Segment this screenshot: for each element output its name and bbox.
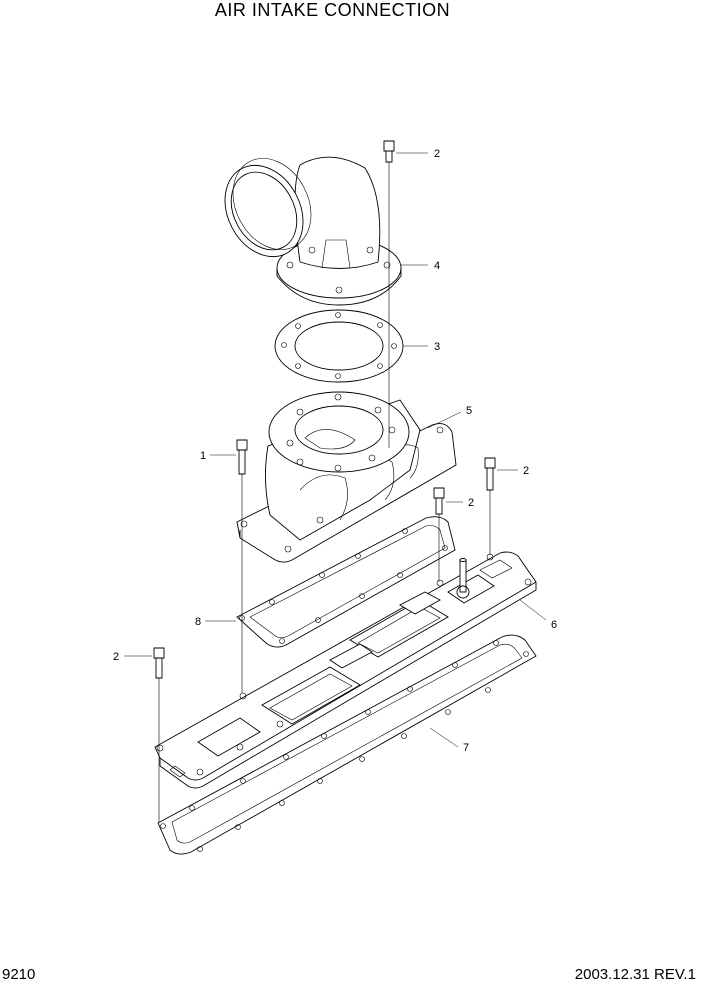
callout-2-left: 2 [113, 651, 119, 663]
bolt-part-1 [236, 439, 248, 693]
page-title: AIR INTAKE CONNECTION [214, 0, 451, 20]
callout-6: 6 [551, 619, 557, 631]
callout-7: 7 [463, 742, 469, 754]
part-4-elbow [224, 156, 402, 306]
part-7-lower-gasket [157, 634, 537, 855]
callout-5: 5 [466, 405, 472, 417]
part-6-intake-plate [154, 551, 537, 789]
callout-8: 8 [195, 616, 201, 628]
revision-date: 2003.12.31 REV.1 [574, 966, 696, 983]
gasket-7-holes [160, 640, 529, 852]
callout-2-mid: 2 [468, 497, 474, 509]
part-8-upper-gasket [236, 516, 456, 648]
callout-2-right: 2 [523, 465, 529, 477]
page-number: 9210 [2, 966, 36, 983]
bolt-right [484, 457, 496, 555]
bolt-mid [433, 487, 445, 582]
callout-2-top: 2 [434, 148, 440, 160]
callout-1: 1 [200, 450, 206, 462]
callout-3: 3 [434, 341, 440, 353]
bolt-left [153, 647, 165, 822]
part-5-manifold-housing [236, 391, 457, 563]
bolt-top [383, 140, 395, 448]
leader-lines [124, 152, 547, 748]
part-3-flange-gasket [274, 309, 404, 383]
callout-4: 4 [434, 260, 440, 272]
